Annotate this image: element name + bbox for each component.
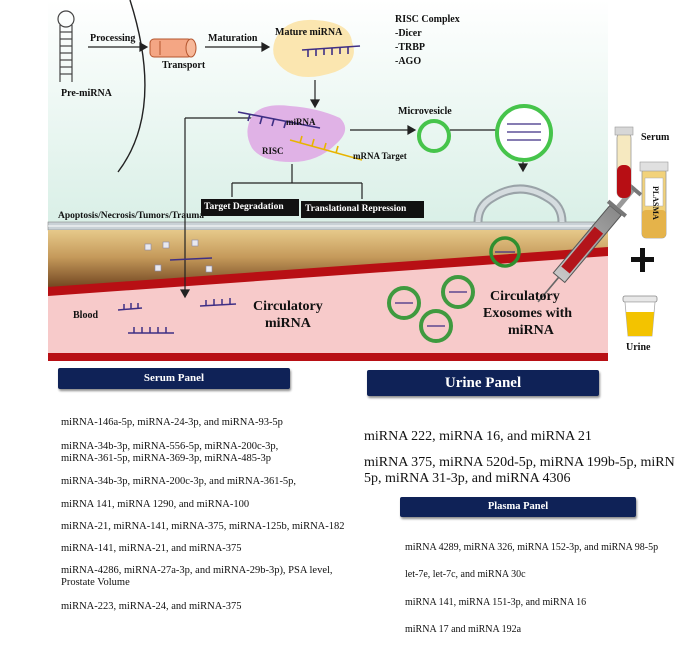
label-exosomes-1: Circulatory	[490, 289, 560, 304]
label-urine: Urine	[626, 342, 651, 353]
label-processing: Processing	[90, 33, 136, 44]
label-mature-mirna: Mature miRNA	[275, 27, 343, 38]
label-risc-complex: RISC Complex	[395, 14, 460, 25]
outcome-tree	[231, 164, 363, 199]
label-pre-mirna: Pre-miRNA	[61, 88, 112, 99]
plasma-item-2: let-7e, let-7c, and miRNA 30c	[405, 569, 526, 580]
label-risc-dicer: -Dicer	[395, 28, 422, 39]
label-target-degradation: Target Degradation	[204, 202, 284, 212]
mirna-pathway-illustration	[47, 0, 669, 361]
serum-panel-title: Serum Panel	[58, 368, 290, 389]
plasma-panel-title: Plasma Panel	[400, 497, 636, 517]
serum-item-4: miRNA 141, miRNA 1290, and miRNA-100	[61, 499, 250, 510]
translational-repression-box	[301, 201, 424, 218]
vessel-wall-top	[48, 247, 608, 296]
serum-item-2: miRNA-34b-3p, miRNA-556-5p, miRNA-200c-3…	[61, 441, 279, 464]
label-mirna: miRNA	[286, 117, 316, 127]
label-risc: RISC	[262, 146, 284, 156]
label-serum: Serum	[641, 132, 670, 143]
microvesicle-circle	[417, 119, 451, 153]
blood-vessel	[48, 250, 608, 355]
plus-icon	[631, 248, 654, 272]
label-microvesicle: Microvesicle	[398, 106, 452, 117]
serum-item-5: miRNA-21, miRNA-141, miRNA-375, miRNA-12…	[61, 521, 345, 532]
pre-mirna-hairpin	[57, 10, 75, 82]
nuclear-envelope	[117, 0, 146, 173]
label-blood: Blood	[73, 310, 99, 321]
urine-item-2: miRNA 375, miRNA 520d-5p, miRNA 199b-5p,…	[364, 455, 675, 486]
label-plasma: PLASMA	[651, 186, 660, 220]
serum-item-8: miRNA-223, miRNA-24, and miRNA-375	[61, 601, 242, 612]
circulating-mirna	[117, 298, 237, 334]
released-mirna-fragments	[144, 239, 213, 273]
label-apoptosis: Apoptosis/Necrosis/Tumors/Trauma	[58, 211, 205, 221]
label-mrna-target: mRNA Target	[353, 151, 407, 161]
serum-item-6: miRNA-141, miRNA-21, and miRNA-375	[61, 543, 242, 554]
label-maturation: Maturation	[208, 33, 258, 44]
plasma-tube-icon	[639, 161, 669, 239]
label-transport: Transport	[162, 60, 206, 71]
plasma-item-4: miRNA 17 and miRNA 192a	[405, 624, 522, 635]
circulating-exosomes	[387, 275, 475, 343]
label-exosomes-2: Exosomes with	[483, 306, 573, 321]
label-risc-trbp: -TRBP	[395, 42, 425, 53]
plasma-item-3: miRNA 141, miRNA 151-3p, and miRNA 16	[405, 597, 587, 608]
serum-item-3: miRNA-34b-3p, miRNA-200c-3p, and miRNA-3…	[61, 476, 297, 487]
label-circulatory-mirna-2: miRNA	[265, 316, 311, 331]
target-degradation-box	[201, 199, 299, 216]
transport-channel	[149, 38, 197, 58]
label-circulatory-mirna-1: Circulatory	[253, 299, 323, 314]
urine-cup-icon	[622, 295, 658, 337]
label-translational-repression: Translational Repression	[305, 204, 407, 214]
serum-item-1: miRNA-146a-5p, miRNA-24-3p, and miRNA-93…	[61, 417, 283, 428]
serum-tube-icon	[614, 126, 634, 199]
urine-item-1: miRNA 222, miRNA 16, and miRNA 21	[364, 429, 592, 444]
microvesicle-large	[495, 104, 553, 162]
plasma-item-1: miRNA 4289, miRNA 326, miRNA 152-3p, and…	[405, 542, 659, 553]
vessel-wall-bottom	[48, 353, 608, 361]
serum-item-7: miRNA-4286, miRNA-27a-3p, and miRNA-29b-…	[61, 565, 333, 588]
label-exosomes-3: miRNA	[508, 323, 554, 338]
urine-panel-title: Urine Panel	[367, 370, 599, 396]
tissue-layer	[48, 230, 608, 290]
label-risc-ago: -AGO	[395, 56, 422, 67]
released-exosome	[489, 236, 521, 268]
